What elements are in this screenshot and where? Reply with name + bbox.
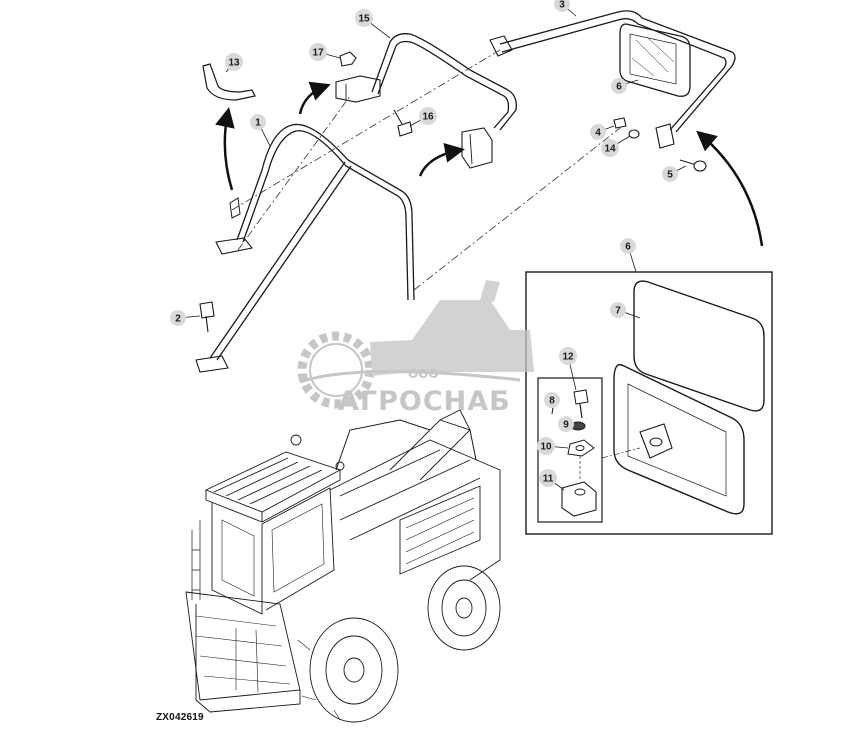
callout-c8: 8 [544, 392, 560, 408]
callout-label: 5 [667, 170, 673, 181]
callout-circle [601, 139, 619, 157]
callout-circle [558, 416, 574, 432]
mirror-small [619, 23, 691, 97]
callout-label: 10 [540, 442, 552, 453]
callout-circle [170, 310, 186, 326]
mirror-support-tube [195, 123, 415, 373]
callout-label: 15 [358, 14, 370, 25]
callout-label: 1 [255, 118, 261, 129]
callout-c5: 5 [662, 165, 687, 182]
callout-circle [611, 78, 627, 94]
callout-label: 12 [562, 352, 574, 363]
callout-c13: 13 [225, 53, 243, 73]
callout-c17: 17 [309, 43, 341, 61]
callout-label: 11 [543, 474, 554, 485]
callout-label: 14 [604, 144, 616, 155]
figure-code: ZX042619 [156, 712, 204, 723]
callout-circle [559, 347, 577, 365]
callout-c2: 2 [170, 310, 201, 326]
callout-circle [419, 107, 437, 125]
watermark-prefix: ООО [408, 367, 439, 381]
callout-c11: 11 [539, 469, 565, 491]
callout-c12: 12 [559, 347, 577, 391]
mirror-detail-box [525, 271, 773, 535]
callout-circle [355, 9, 373, 27]
callout-circle [544, 392, 560, 408]
callout-label: 6 [625, 242, 631, 253]
callout-circle [620, 238, 636, 254]
callout-c9: 9 [558, 416, 574, 432]
gear-icon [297, 331, 375, 409]
callout-label: 13 [228, 58, 240, 69]
callout-circle [537, 437, 555, 455]
callout-c4: 4 [590, 124, 615, 140]
watermark-company-name: АГРОСНАБ [338, 386, 511, 417]
callout-c16: 16 [409, 107, 437, 127]
callout-c6a: 6 [611, 78, 639, 94]
clip-bracket-13 [202, 63, 256, 101]
callout-label: 2 [175, 314, 181, 325]
harvester-silhouette-icon [370, 280, 534, 376]
callout-circle [590, 124, 606, 140]
callout-c14: 14 [601, 135, 631, 157]
callout-label: 7 [615, 306, 621, 317]
hardware-fasteners [199, 51, 707, 333]
callout-label: 8 [549, 396, 555, 407]
callout-circle [225, 53, 243, 71]
callout-circle [662, 166, 678, 182]
callout-label: 4 [595, 128, 601, 139]
callout-circle [610, 302, 626, 318]
callout-c10: 10 [537, 437, 569, 455]
assembly-arrows [215, 81, 764, 247]
callout-c15: 15 [355, 9, 391, 39]
callout-circle [554, 0, 570, 12]
harvester-overview [185, 409, 501, 723]
callout-label: 16 [422, 112, 434, 123]
callout-circle [309, 43, 327, 61]
callout-c1: 1 [250, 114, 271, 147]
callout-label: 6 [616, 82, 622, 93]
assembly-guide-lines [231, 49, 651, 451]
callout-label: 3 [559, 0, 565, 11]
callout-c7: 7 [610, 302, 641, 319]
callout-circle [250, 114, 266, 130]
callout-c6b: 6 [620, 238, 637, 273]
callout-circle [539, 469, 557, 487]
callout-label: 9 [563, 420, 569, 431]
upper-mirror-tube [335, 33, 517, 169]
callout-label: 17 [312, 48, 324, 59]
callout-c3: 3 [554, 0, 577, 17]
mirror-arm [489, 10, 736, 149]
watermark-logo: ООО АГРОСНАБ [297, 280, 534, 417]
